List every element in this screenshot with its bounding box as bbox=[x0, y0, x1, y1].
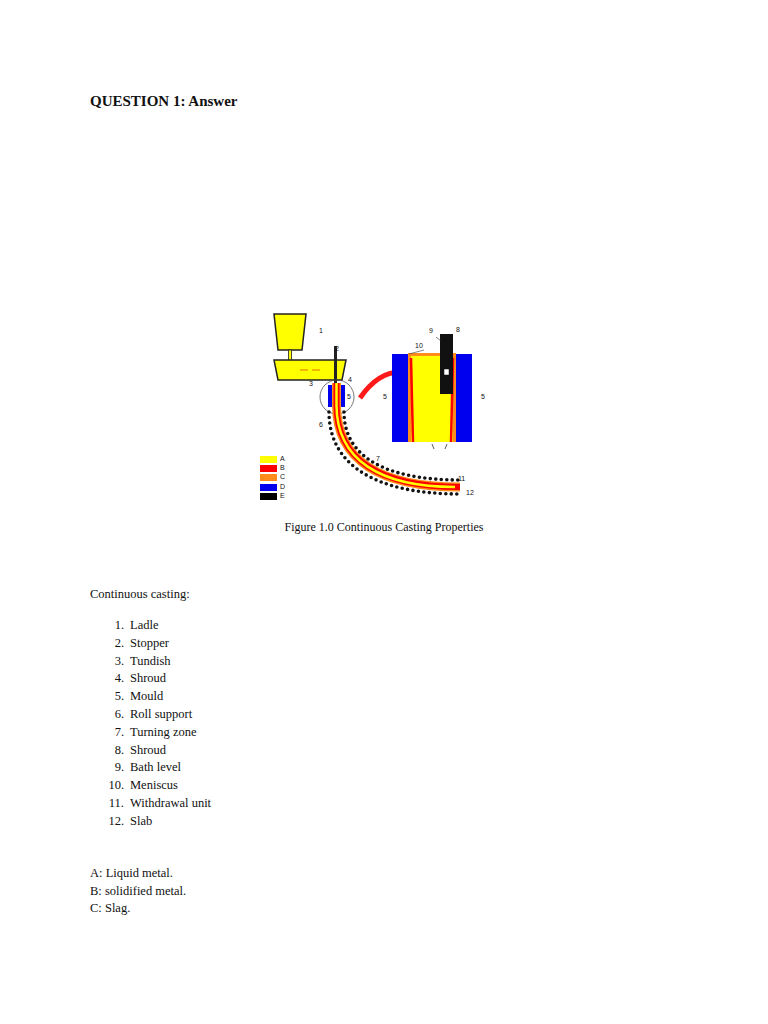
legend-letter: A bbox=[280, 455, 285, 463]
list-number: 11. bbox=[90, 796, 124, 811]
callout-number: 2 bbox=[335, 345, 339, 353]
list-number: 10. bbox=[90, 778, 124, 793]
list-number: 1. bbox=[90, 618, 124, 633]
callout-number: 5 bbox=[347, 393, 351, 401]
callout-number: 3 bbox=[309, 380, 313, 388]
list-number: 8. bbox=[90, 743, 124, 758]
list-number: 4. bbox=[90, 671, 124, 686]
callout-number: 12 bbox=[466, 489, 474, 497]
list-number: 5. bbox=[90, 689, 124, 704]
legend-swatch bbox=[260, 474, 277, 481]
figure-caption: Figure 1.0 Continuous Casting Properties bbox=[0, 520, 768, 534]
legend-swatch bbox=[260, 465, 277, 472]
callout-number: 9 bbox=[429, 327, 433, 335]
callout-number: 5 bbox=[383, 393, 387, 401]
mould-wall-detail bbox=[456, 354, 472, 442]
callout-number: 8 bbox=[456, 326, 460, 334]
list-item: Meniscus bbox=[130, 778, 178, 793]
callout-number: 11 bbox=[458, 475, 465, 483]
callout-number: 4 bbox=[348, 376, 352, 384]
legend-swatch bbox=[260, 484, 277, 491]
tick-marks bbox=[432, 444, 447, 449]
callout-number: 10 bbox=[415, 342, 423, 350]
solid-shell bbox=[411, 358, 453, 442]
callout-number: 5 bbox=[481, 393, 485, 401]
ladle bbox=[274, 314, 306, 350]
list-item: Withdrawal unit bbox=[130, 796, 211, 811]
legend-letter: E bbox=[280, 492, 285, 500]
list-number: 3. bbox=[90, 654, 124, 669]
callout-number: 1 bbox=[319, 327, 323, 335]
list-item: Tundish bbox=[130, 654, 171, 669]
section-label: Continuous casting: bbox=[90, 587, 190, 602]
callout-number: 6 bbox=[319, 421, 323, 429]
legend-note: A: Liquid metal. bbox=[90, 866, 173, 881]
leader-line bbox=[409, 337, 441, 354]
callout-number: 7 bbox=[376, 455, 380, 463]
shroud-port bbox=[444, 369, 449, 375]
list-item: Shroud bbox=[130, 671, 166, 686]
list-item: Shroud bbox=[130, 743, 166, 758]
list-item: Bath level bbox=[130, 760, 181, 775]
mould-wall bbox=[341, 385, 345, 407]
list-number: 2. bbox=[90, 636, 124, 651]
list-number: 12. bbox=[90, 814, 124, 829]
list-item: Stopper bbox=[130, 636, 169, 651]
legend-swatch bbox=[260, 493, 277, 500]
legend-note: B: solidified metal. bbox=[90, 884, 186, 899]
mould-wall bbox=[328, 385, 332, 407]
list-number: 9. bbox=[90, 760, 124, 775]
list-item: Roll support bbox=[130, 707, 192, 722]
legend-letter: B bbox=[280, 464, 285, 472]
list-item: Slab bbox=[130, 814, 152, 829]
legend-swatch bbox=[260, 456, 277, 463]
submerged-shroud bbox=[440, 334, 453, 394]
flow-arrows bbox=[300, 370, 320, 371]
legend-letter: C bbox=[280, 473, 285, 481]
list-item: Mould bbox=[130, 689, 163, 704]
legend-note: C: Slag. bbox=[90, 901, 130, 916]
page-heading: QUESTION 1: Answer bbox=[90, 92, 238, 110]
list-number: 6. bbox=[90, 707, 124, 722]
legend-letter: D bbox=[280, 483, 285, 491]
list-number: 7. bbox=[90, 725, 124, 740]
mould-wall-detail bbox=[392, 354, 408, 442]
list-item: Turning zone bbox=[130, 725, 197, 740]
list-item: Ladle bbox=[130, 618, 158, 633]
